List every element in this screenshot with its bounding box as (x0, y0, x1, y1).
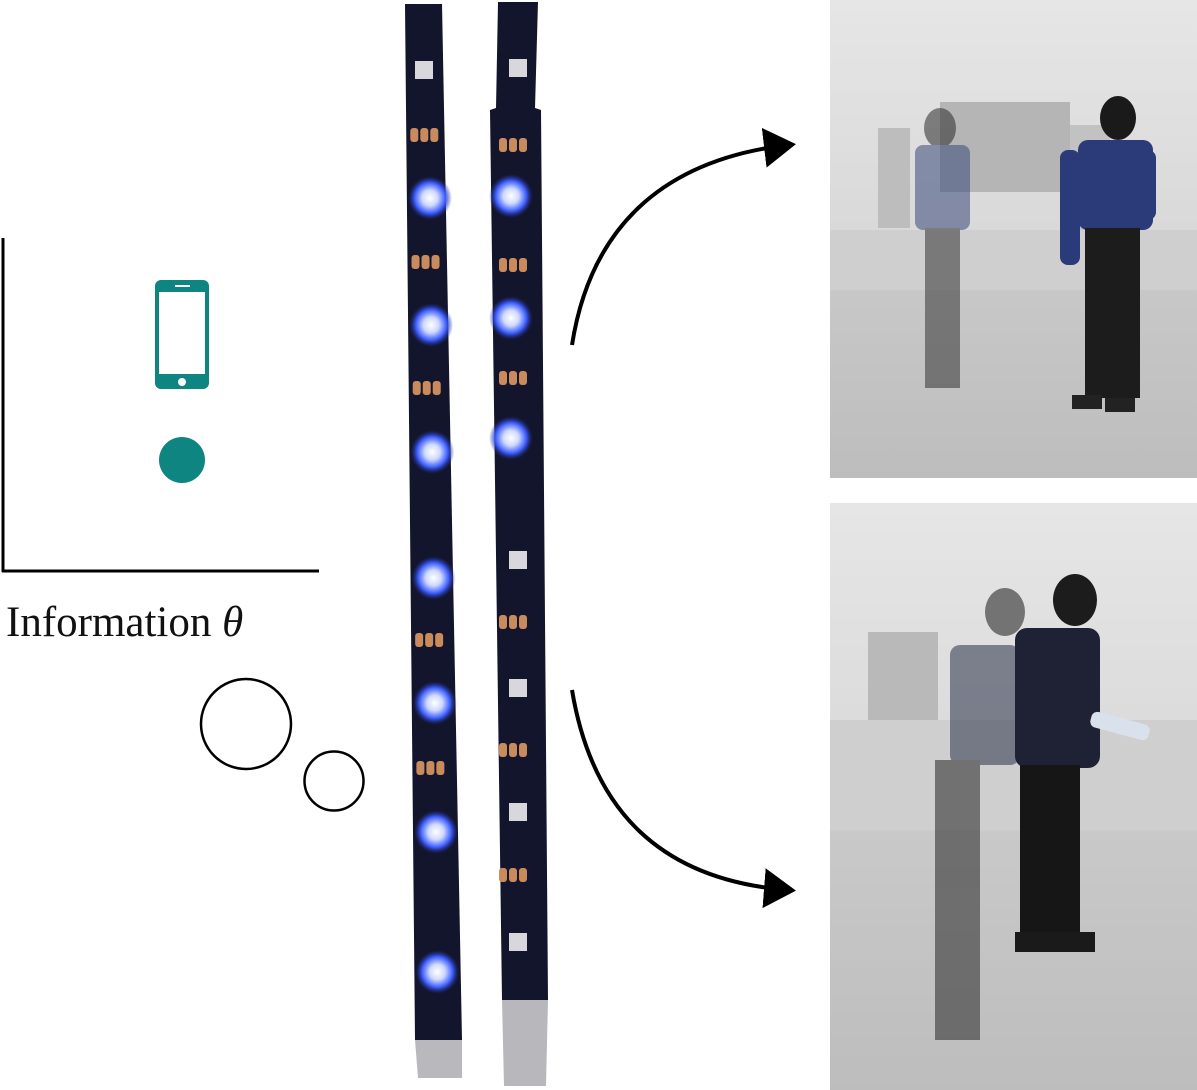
copper-pad (519, 615, 527, 629)
unlit-led-chip (509, 551, 527, 569)
copper-pad (509, 868, 517, 882)
arrow-to-bottom-photo (570, 689, 796, 909)
copper-pad (411, 255, 420, 269)
copper-pad (519, 138, 527, 152)
copper-pad (420, 128, 429, 142)
smartphone-icon (155, 280, 209, 389)
photo-bottom (830, 503, 1197, 1090)
lit-led (412, 681, 457, 725)
axis-label-text: Information (6, 599, 212, 646)
copper-pad (499, 615, 507, 629)
unlit-led-chip (415, 61, 433, 79)
led-strip-right (489, 2, 548, 1086)
unlit-led-chip (509, 679, 527, 697)
copper-pad (499, 258, 507, 272)
copper-pad (509, 371, 517, 385)
axes (1, 238, 319, 573)
copper-pad (519, 258, 527, 272)
copper-pad (499, 138, 507, 152)
copper-pad (509, 258, 517, 272)
copper-pad (509, 743, 517, 757)
copper-pad (415, 633, 424, 647)
copper-pad (519, 743, 527, 757)
copper-pad (435, 633, 444, 647)
copper-pad (410, 128, 419, 142)
copper-pad (425, 633, 434, 647)
copper-pad (421, 255, 430, 269)
copper-pad (436, 761, 445, 775)
copper-pad (422, 381, 431, 395)
copper-pad (426, 761, 435, 775)
photo-top (830, 0, 1197, 478)
copper-pad (509, 615, 517, 629)
axis-label: Information θ (6, 598, 243, 647)
copper-pad (412, 381, 421, 395)
unlit-led-chip (509, 59, 527, 77)
led-strip-left (405, 4, 462, 1078)
copper-pad (416, 761, 425, 775)
unlit-led-chip (509, 803, 527, 821)
copper-pad (431, 255, 440, 269)
axis-symbol: θ (222, 599, 244, 646)
lit-led (407, 176, 452, 220)
lit-led (411, 556, 456, 600)
thought-bubble-icon (199, 677, 365, 812)
copper-pad (509, 138, 517, 152)
copper-pad (499, 868, 507, 882)
copper-pad (430, 128, 439, 142)
lit-led (410, 430, 455, 474)
lit-led (489, 174, 533, 218)
lit-led (414, 810, 458, 854)
lit-led (489, 296, 533, 340)
lit-led (409, 303, 454, 347)
copper-pad (499, 743, 507, 757)
lit-led (415, 950, 460, 994)
unlit-led-chip (509, 933, 527, 951)
copper-pad (499, 371, 507, 385)
copper-pad (519, 868, 527, 882)
arrow-to-top-photo (570, 127, 796, 346)
copper-pad (519, 371, 527, 385)
copper-pad (432, 381, 441, 395)
dot-icon (159, 437, 205, 483)
lit-led (489, 416, 533, 460)
